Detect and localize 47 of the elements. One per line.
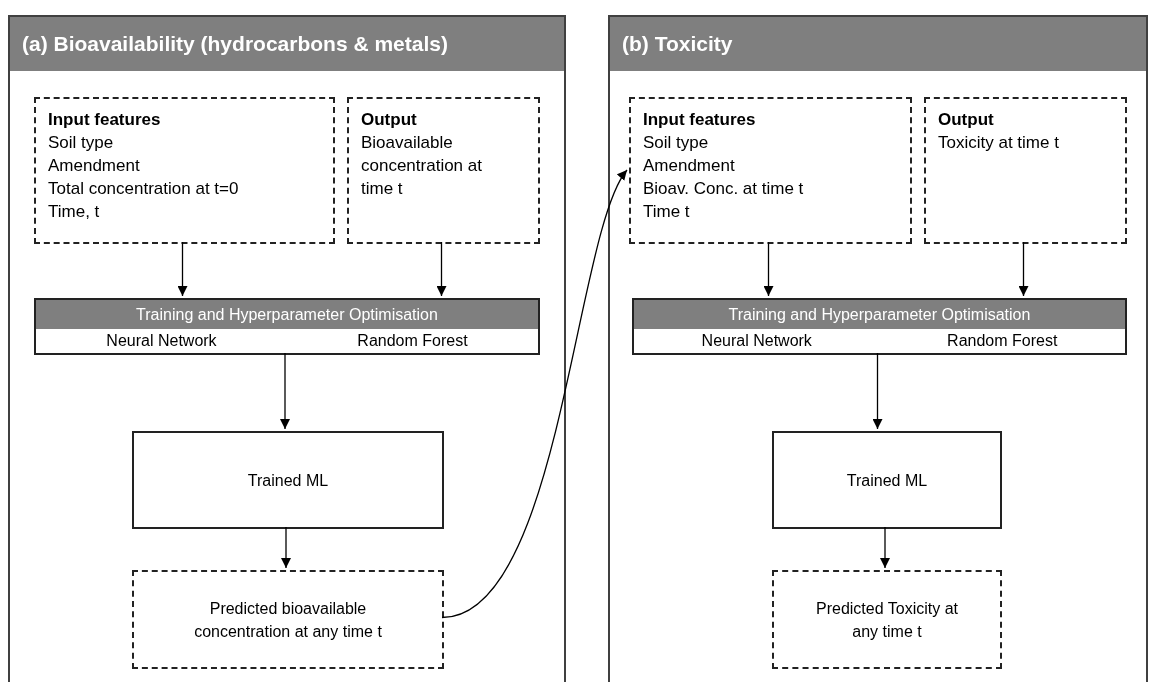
- box-text: Random Forest: [947, 332, 1058, 350]
- box-text: Bioavailable concentration at time t: [361, 132, 483, 200]
- box-text: Soil type: [643, 132, 709, 154]
- box-text: Neural Network: [106, 332, 217, 350]
- box-text: Random Forest: [357, 332, 468, 350]
- panel-title: (b) Toxicity: [622, 32, 733, 56]
- arrow: [177, 241, 188, 297]
- arrow: [763, 241, 774, 297]
- box-text: Predicted bioavailable concentration at any time t: [193, 598, 383, 642]
- dashed-box: [924, 97, 1127, 244]
- dashed-box: [629, 97, 912, 244]
- box-text: Amendment: [643, 155, 735, 177]
- process-box: [34, 298, 540, 355]
- box-text: Time, t: [48, 201, 100, 223]
- box-text: Total concentration at t=0: [48, 178, 239, 200]
- box-text: Neural Network: [701, 332, 812, 350]
- box-text: Trained ML: [846, 470, 928, 491]
- panel-frame: [608, 15, 1148, 682]
- box-heading: Output: [938, 109, 994, 131]
- arrow: [880, 526, 890, 569]
- process-box: [132, 431, 444, 529]
- dashed-box: [347, 97, 540, 244]
- box-heading: Training and Hyperparameter Optimisation: [728, 305, 1031, 324]
- arrow: [280, 352, 290, 430]
- box-text: Trained ML: [247, 470, 329, 491]
- box-text: Toxicity at time t: [938, 132, 1059, 154]
- box-heading: Training and Hyperparameter Optimisation: [136, 305, 438, 324]
- process-box: [632, 298, 1127, 355]
- arrow: [436, 241, 447, 297]
- box-text: Time t: [643, 201, 690, 223]
- dashed-box: [132, 570, 444, 669]
- dashed-box: [34, 97, 335, 244]
- box-text: Predicted Toxicity at any time t: [815, 598, 959, 642]
- box-text: Soil type: [48, 132, 114, 154]
- panel-frame: [8, 15, 566, 682]
- box-heading: Input features: [643, 109, 756, 131]
- arrow: [441, 169, 628, 619]
- dashed-box: [772, 570, 1002, 669]
- box-heading: Input features: [48, 109, 161, 131]
- box-text: Bioav. Conc. at time t: [643, 178, 804, 200]
- arrow: [281, 526, 291, 569]
- panel-title: (a) Bioavailability (hydrocarbons & metals): [22, 32, 448, 56]
- arrow: [1018, 241, 1029, 297]
- arrow: [872, 352, 883, 430]
- box-text: Amendment: [48, 155, 140, 177]
- box-heading: Output: [361, 109, 417, 131]
- process-box: [772, 431, 1002, 529]
